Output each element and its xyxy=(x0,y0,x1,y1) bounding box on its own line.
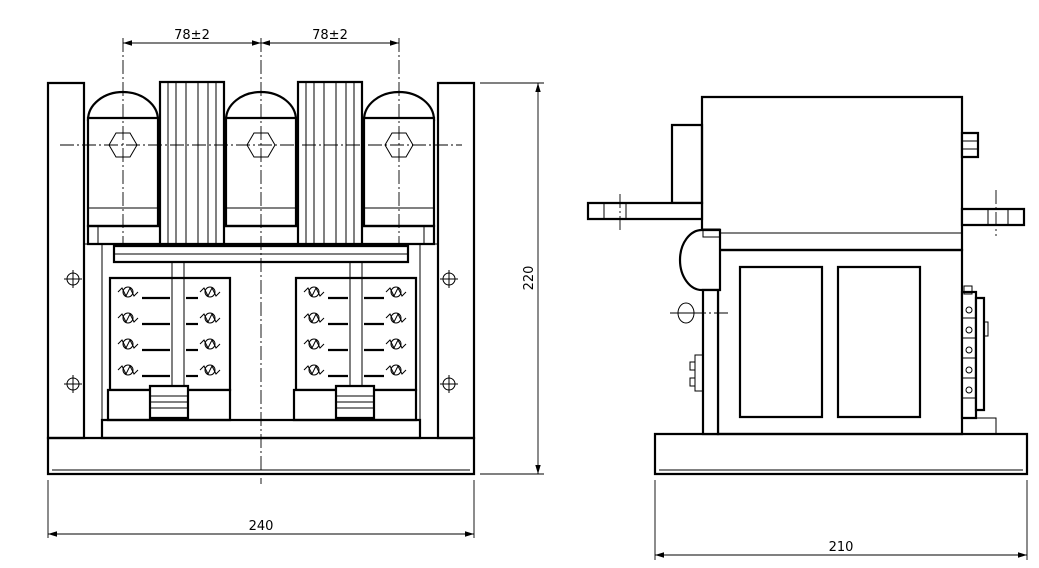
dimension-width-front: 240 xyxy=(249,519,274,534)
mounting-hole-icon xyxy=(64,375,82,393)
dimension-spacing-right: 78±2 xyxy=(312,28,348,43)
bolt-icon xyxy=(962,133,978,157)
auxiliary-block-left xyxy=(108,262,230,420)
pole-1 xyxy=(88,92,158,226)
side-view xyxy=(588,97,1027,474)
top-housing xyxy=(702,97,962,250)
coil-window-right xyxy=(838,267,920,417)
front-view xyxy=(48,38,474,484)
dimension-height: 220 xyxy=(522,266,537,291)
side-terminal-strip xyxy=(962,286,996,434)
mounting-hole-icon xyxy=(440,375,458,393)
front-dimensions: 78±2 78±2 240 220 xyxy=(48,28,544,538)
side-dimensions: 210 xyxy=(655,480,1027,560)
mounting-hole-icon xyxy=(440,270,458,288)
side-mechanism-hump xyxy=(680,230,720,290)
dimension-depth-side: 210 xyxy=(829,540,854,555)
terminal-left xyxy=(588,194,702,230)
terminal-right xyxy=(962,190,1024,236)
dimension-spacing-left: 78±2 xyxy=(174,28,210,43)
insulator-right xyxy=(298,82,362,244)
knob-icon xyxy=(670,303,730,323)
insulator-left xyxy=(160,82,224,244)
mounting-hole-icon xyxy=(64,270,82,288)
coil-window-left xyxy=(740,267,822,417)
side-base-plate xyxy=(655,434,1027,474)
auxiliary-block-right xyxy=(294,262,416,420)
